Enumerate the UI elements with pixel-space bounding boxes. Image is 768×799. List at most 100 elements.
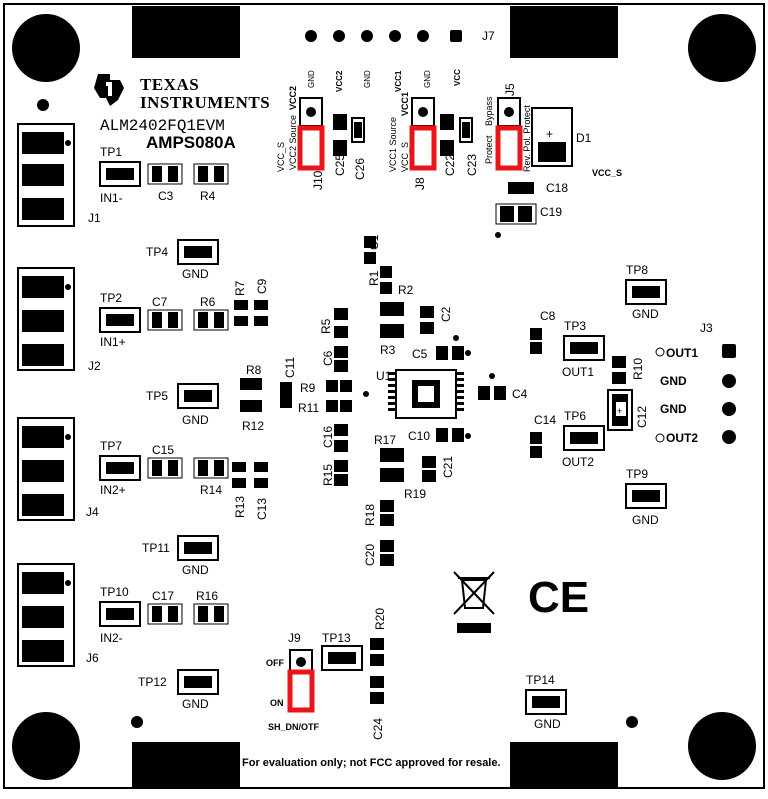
silk-shape [65, 284, 71, 290]
d1-net: VCC_S [592, 168, 622, 178]
silk-shape [334, 474, 348, 486]
silk-shape [388, 372, 396, 375]
silk-shape [380, 266, 392, 278]
silk-shape [168, 460, 178, 476]
silk-shape [450, 30, 462, 42]
silk-label: OUT1 [562, 365, 594, 379]
silk-label: IN1- [100, 191, 123, 205]
silk-shape [152, 312, 162, 328]
silk-shape [722, 402, 736, 416]
j5-name: J5 [503, 83, 517, 96]
silk-shape [495, 203, 537, 225]
silk-shape [418, 107, 428, 117]
fiducial [495, 232, 501, 238]
silk-shape [380, 448, 404, 462]
silk-label: GND [182, 697, 209, 711]
silk-shape [616, 402, 626, 416]
edge-pad [132, 6, 240, 58]
silk-shape [17, 123, 75, 227]
j8-name: J8 [413, 177, 427, 190]
testpoint-tp4 [177, 239, 219, 265]
silk-label: C13 [255, 498, 269, 520]
silk-shape [370, 676, 384, 688]
disclaimer: For evaluation only; not FCC approved fo… [242, 757, 501, 769]
silk-shape [525, 689, 567, 715]
silk-shape [184, 390, 212, 402]
silk-shape [168, 312, 178, 328]
j3-pin2: GND [660, 374, 687, 388]
silk-shape [152, 606, 162, 622]
silk-shape [234, 316, 248, 326]
silk-shape [388, 378, 396, 381]
silk-shape [380, 554, 394, 566]
silk-shape [465, 350, 471, 356]
silk-label: R17 [374, 433, 396, 447]
silk-shape [147, 309, 183, 331]
j5-label2: Bypass [484, 96, 494, 126]
silk-label: R10 [631, 358, 645, 380]
j7-pin-label: GND [307, 70, 316, 88]
silk-shape [184, 246, 212, 258]
silk-shape [177, 383, 219, 409]
j4-label: J4 [86, 505, 99, 519]
silk-shape [530, 446, 542, 458]
silk-label: GND [182, 267, 209, 281]
silk-shape [388, 408, 396, 411]
silk-shape [530, 432, 542, 444]
silk-shape [500, 206, 514, 222]
fiducial [626, 716, 638, 728]
silk-label: TP4 [146, 245, 168, 259]
silk-shape [240, 400, 262, 412]
silk-shape [22, 572, 64, 594]
j3-pin3: GND [660, 402, 687, 416]
silk-shape [420, 322, 434, 334]
silk-shape [17, 267, 75, 371]
j1-label: J1 [88, 211, 101, 225]
testpoint-tp12 [177, 669, 219, 695]
j5-jumper-highlight [495, 125, 523, 171]
silk-shape [452, 346, 464, 360]
silk-label: TP6 [564, 409, 586, 423]
j3-label: J3 [700, 321, 713, 335]
silk-shape [193, 603, 229, 625]
j2-label: J2 [88, 359, 101, 373]
testpoint-tp7 [99, 455, 141, 481]
silk-shape [389, 30, 401, 42]
d1-diode [531, 107, 573, 167]
silk-label: R16 [196, 589, 218, 603]
silk-shape [65, 140, 71, 146]
silk-label: C8 [540, 309, 556, 323]
silk-label: R3 [380, 343, 396, 357]
silk-shape [193, 163, 229, 185]
silk-shape [612, 356, 626, 368]
silk-shape [440, 140, 454, 156]
c23-label: C23 [465, 154, 479, 176]
silk-shape [168, 166, 178, 182]
silk-label: C19 [540, 205, 562, 219]
silk-label: TP2 [100, 291, 122, 305]
silk-label: OUT2 [562, 455, 594, 469]
silk-label: R8 [246, 363, 262, 377]
silk-shape [328, 652, 356, 664]
silk-shape [198, 606, 208, 622]
fiducial [37, 99, 49, 111]
silk-label: R12 [242, 419, 264, 433]
j3-pin4: OUT2 [666, 431, 698, 445]
silk-shape [333, 114, 347, 130]
silk-shape [193, 457, 229, 479]
silk-shape [147, 603, 183, 625]
connector-j1 [17, 123, 75, 227]
silk-label: C21 [441, 456, 455, 478]
j9-caption: SH_DN/OTF [268, 722, 320, 732]
j7-pin-label: GND [423, 70, 432, 88]
silk-shape [234, 300, 248, 310]
j10-name: J10 [311, 170, 325, 190]
silk-shape [334, 346, 348, 358]
silk-shape [296, 657, 306, 667]
u1-ic [388, 369, 464, 419]
silk-shape [22, 426, 64, 448]
silk-shape [214, 460, 224, 476]
silk-shape [333, 30, 345, 42]
j7-header [305, 30, 462, 42]
